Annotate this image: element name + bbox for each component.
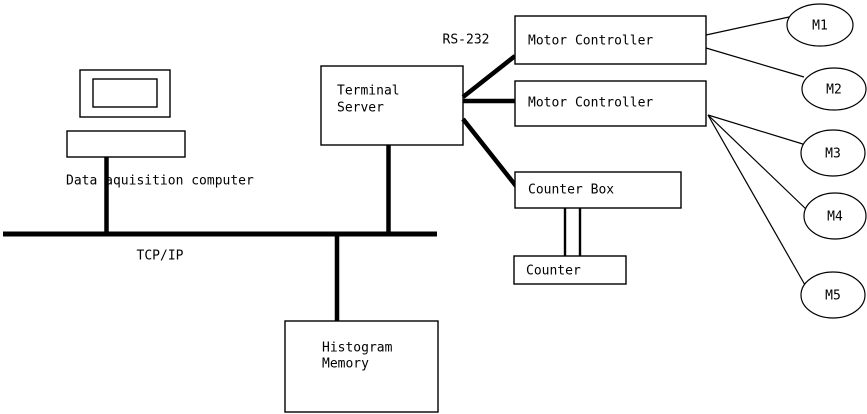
motor-node-m3[interactable]: M3 xyxy=(800,129,866,177)
link-motor-controller-1-to-m1 xyxy=(705,16,790,36)
motor-node-m5[interactable]: M5 xyxy=(800,271,866,319)
m3-ellipse xyxy=(800,129,866,177)
computer-base-unit xyxy=(66,130,186,158)
histogram-memory-label-line1: Histogram xyxy=(322,341,393,356)
histogram-memory-box[interactable] xyxy=(284,320,439,413)
m2-label: M2 xyxy=(826,83,842,98)
histogram-memory-label-line2: Memory xyxy=(322,357,369,372)
m1-label: M1 xyxy=(812,19,828,34)
link-terminal-server-to-counter-box xyxy=(461,117,518,188)
terminal-server-label-line2: Server xyxy=(337,101,384,116)
m3-label: M3 xyxy=(825,147,841,162)
motor-controller-1-label: Motor Controller xyxy=(528,34,653,49)
terminal-server-label-line1: Terminal xyxy=(337,84,400,99)
terminal-server-box[interactable] xyxy=(320,65,464,146)
counter-box[interactable] xyxy=(514,171,682,209)
link-motor-controller-2-to-m5 xyxy=(707,114,806,286)
counter-box-small[interactable] xyxy=(513,255,627,285)
motor-node-m4[interactable]: M4 xyxy=(803,192,867,240)
motor-controller-1-box[interactable] xyxy=(514,15,707,65)
link-motor-controller-2-to-m3 xyxy=(707,114,807,146)
m4-label: M4 xyxy=(827,210,843,225)
computer-monitor-screen xyxy=(92,78,158,108)
motor-node-m1[interactable]: M1 xyxy=(786,3,854,47)
motor-controller-2-label: Motor Controller xyxy=(528,96,653,111)
m1-ellipse xyxy=(786,3,854,47)
rs232-label: RS-232 xyxy=(443,33,490,48)
m4-ellipse xyxy=(803,192,867,240)
link-motor-controller-1-to-m2 xyxy=(705,47,805,78)
counter-box-label: Counter Box xyxy=(528,183,614,198)
m5-label: M5 xyxy=(825,289,841,304)
link-terminal-server-to-motor-controller-1 xyxy=(461,54,517,99)
counter-label: Counter xyxy=(526,264,581,279)
m2-ellipse xyxy=(801,67,867,111)
link-motor-controller-2-to-m4 xyxy=(707,114,809,212)
computer-label: Data aquisition computer xyxy=(66,174,254,189)
tcpip-label: TCP/IP xyxy=(137,249,184,264)
desktop-computer-icon xyxy=(66,69,186,158)
motor-node-m2[interactable]: M2 xyxy=(801,67,867,111)
motor-controller-2-box[interactable] xyxy=(514,80,707,127)
m5-ellipse xyxy=(800,271,866,319)
